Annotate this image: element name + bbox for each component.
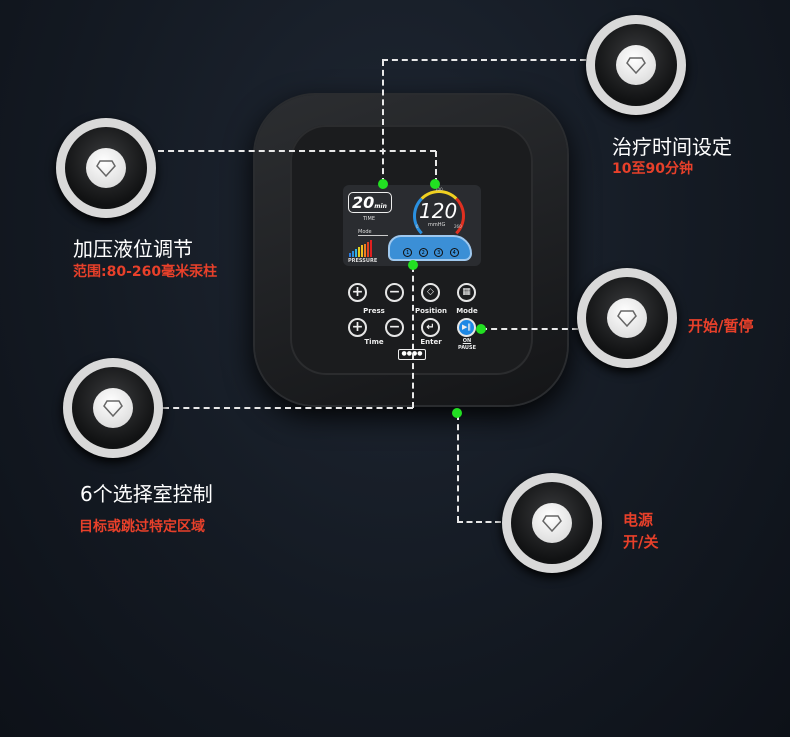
power-indicator-dot bbox=[452, 408, 462, 418]
chamber-indicator-dot bbox=[408, 260, 418, 270]
time-button-label: Time bbox=[364, 338, 384, 346]
press-label: Press bbox=[363, 307, 385, 315]
leader-line bbox=[382, 59, 586, 61]
chamber-2: 2 bbox=[418, 248, 428, 257]
leader-line bbox=[163, 407, 413, 409]
press-plus-button[interactable]: + bbox=[348, 283, 367, 302]
enter-button[interactable]: ↵ bbox=[421, 318, 440, 337]
leader-line bbox=[382, 60, 384, 184]
pressure-knob-icon bbox=[56, 118, 156, 218]
time-callout-desc: 10至90分钟 bbox=[612, 161, 693, 177]
pressure-label: PRESSURE bbox=[348, 258, 378, 264]
chamber-1: 1 bbox=[403, 248, 413, 257]
start-indicator-dot bbox=[476, 324, 486, 334]
pause-label: PAUSE bbox=[458, 345, 476, 351]
time-indicator-dot bbox=[378, 179, 388, 189]
leader-line bbox=[481, 328, 578, 330]
leader-line bbox=[435, 151, 437, 184]
position-button[interactable]: ◇ bbox=[421, 283, 440, 302]
time-callout-title: 治疗时间设定 bbox=[612, 135, 732, 159]
pressure-level-bars bbox=[349, 240, 385, 257]
mode-button[interactable]: ▦ bbox=[457, 283, 476, 302]
play-pause-button[interactable]: ▶‖ bbox=[457, 318, 476, 337]
leader-line bbox=[158, 150, 436, 152]
position-label: Position bbox=[414, 307, 448, 315]
time-plus-button[interactable]: + bbox=[348, 318, 367, 337]
on-label: ON bbox=[462, 338, 472, 344]
pressure-indicator-dot bbox=[430, 179, 440, 189]
pressure-callout-desc: 范围:80-260毫米汞柱 bbox=[73, 264, 218, 280]
leader-line bbox=[457, 414, 459, 522]
pressure-callout-title: 加压液位调节 bbox=[73, 237, 193, 261]
scale-min: 0 bbox=[416, 224, 419, 229]
lcd-display: 20min TIME 120 mmHG 0 100 260 Mode PRESS… bbox=[343, 185, 481, 266]
leader-line bbox=[412, 266, 414, 408]
pressure-value: 120 bbox=[419, 199, 458, 223]
enter-label: Enter bbox=[420, 338, 442, 346]
leader-line bbox=[457, 521, 501, 523]
power-knob-icon bbox=[502, 473, 602, 573]
chamber-3: 3 bbox=[434, 248, 444, 257]
time-readout: 20min bbox=[348, 192, 392, 213]
chamber-callout-desc: 目标或跳过特定区域 bbox=[79, 519, 205, 535]
scale-mid: 100 bbox=[435, 187, 443, 192]
pressure-unit: mmHG bbox=[428, 222, 446, 228]
mode-button-label: Mode bbox=[456, 307, 478, 315]
chamber-knob-icon bbox=[63, 358, 163, 458]
time-knob-icon bbox=[586, 15, 686, 115]
time-unit: min bbox=[374, 203, 387, 210]
pressure-gauge-arc bbox=[413, 190, 465, 242]
time-label: TIME bbox=[363, 216, 376, 222]
time-value: 20 bbox=[352, 193, 375, 212]
time-minus-button[interactable]: − bbox=[385, 318, 404, 337]
power-callout-line1: 电源 bbox=[623, 511, 654, 529]
chamber-4: 4 bbox=[449, 248, 459, 257]
mode-label: Mode bbox=[358, 229, 388, 236]
start-knob-icon bbox=[577, 268, 677, 368]
leg-sleeve-graphic: 1 2 3 4 bbox=[388, 235, 472, 261]
chamber-callout-title: 6个选择室控制 bbox=[80, 482, 213, 506]
press-minus-button[interactable]: − bbox=[385, 283, 404, 302]
scale-max: 260 bbox=[454, 224, 462, 229]
start-callout-desc: 开始/暂停 bbox=[688, 317, 754, 335]
power-callout-line2: 开/关 bbox=[623, 533, 659, 551]
